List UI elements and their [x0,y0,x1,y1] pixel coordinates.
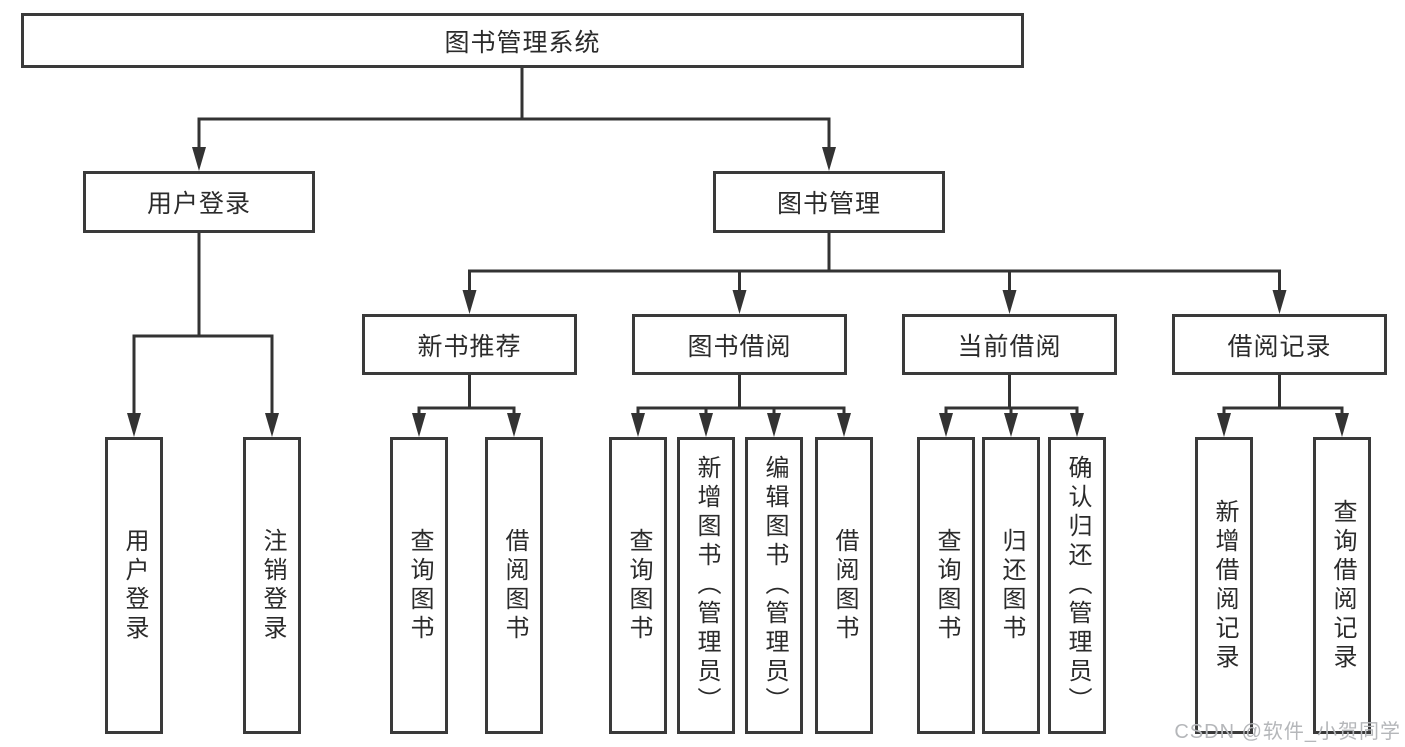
leaf-label: 借阅图书 [831,527,858,644]
leaf-label: 查询图书 [406,527,433,644]
node-label: 用户登录 [146,190,251,218]
leaf-edit-books-admin: 编辑图书（管理员） [745,437,803,734]
arrowhead [631,413,645,437]
node-library-management-system: 图书管理系统 [21,13,1024,68]
node-new-book-recommendation: 新书推荐 [362,314,577,375]
node-label: 借阅记录 [1227,332,1332,361]
arrowhead [1272,290,1287,314]
watermark-csdn: CSDN @软件_小贺同学 [1174,721,1401,743]
arrowhead [127,413,141,437]
leaf-label: 新增借阅记录 [1211,498,1238,673]
node-current-borrowing: 当前借阅 [902,314,1117,375]
arrowhead [732,290,747,314]
arrowhead [767,413,781,437]
leaf-add-books-admin: 新增图书（管理员） [677,437,735,734]
leaf-query-books-recommend: 查询图书 [390,437,448,734]
connector-new-book-rec-children [412,373,521,437]
arrowhead [462,290,477,314]
arrowhead [822,147,836,171]
arrowhead [1217,413,1231,437]
connector-user-login-children [127,231,279,437]
arrowhead [1002,290,1017,314]
arrowhead [1335,413,1349,437]
arrowhead [837,413,851,437]
leaf-label: 查询图书 [933,527,960,644]
leaf-label: 注销登录 [259,527,286,644]
node-book-borrowing: 图书借阅 [632,314,847,375]
node-label: 图书借阅 [687,332,792,361]
arrowhead [939,413,953,437]
connector-book-management-to-level3 [462,231,1287,314]
leaf-label: 确认归还（管理员） [1064,455,1091,716]
connector-current-borrowing-children [939,373,1084,437]
node-book-management: 图书管理 [713,171,945,233]
arrowhead [192,147,206,171]
leaf-label: 查询图书 [625,527,652,644]
leaf-label: 查询借阅记录 [1329,498,1356,673]
connector-book-borrowing-children [631,373,851,437]
arrowhead [1070,413,1084,437]
leaf-query-books-borrowing: 查询图书 [609,437,667,734]
leaf-label: 编辑图书（管理员） [761,455,788,716]
node-label: 新书推荐 [417,332,522,361]
node-user-login: 用户登录 [83,171,315,233]
arrowhead [507,413,521,437]
leaf-label: 新增图书（管理员） [693,455,720,716]
leaf-label: 归还图书 [998,527,1025,644]
arrowhead [699,413,713,437]
leaf-user-login: 用户登录 [105,437,163,734]
connector-root-to-level2 [192,66,836,171]
leaf-query-books-current: 查询图书 [917,437,975,734]
leaf-borrow-books-recommend: 借阅图书 [485,437,543,734]
leaf-query-borrow-record: 查询借阅记录 [1313,437,1371,734]
leaf-confirm-return-admin: 确认归还（管理员） [1048,437,1106,734]
node-borrowing-records: 借阅记录 [1172,314,1387,375]
leaf-label: 用户登录 [121,527,148,644]
leaf-add-borrow-record: 新增借阅记录 [1195,437,1253,734]
leaf-logout: 注销登录 [243,437,301,734]
arrowhead [412,413,426,437]
arrowhead [265,413,279,437]
leaf-return-books: 归还图书 [982,437,1040,734]
node-label: 图书管理 [776,190,881,218]
node-label: 当前借阅 [957,332,1062,361]
connector-borrow-records-children [1217,373,1349,437]
node-label: 图书管理系统 [444,28,601,57]
arrowhead [1004,413,1018,437]
leaf-label: 借阅图书 [501,527,528,644]
leaf-borrow-books: 借阅图书 [815,437,873,734]
